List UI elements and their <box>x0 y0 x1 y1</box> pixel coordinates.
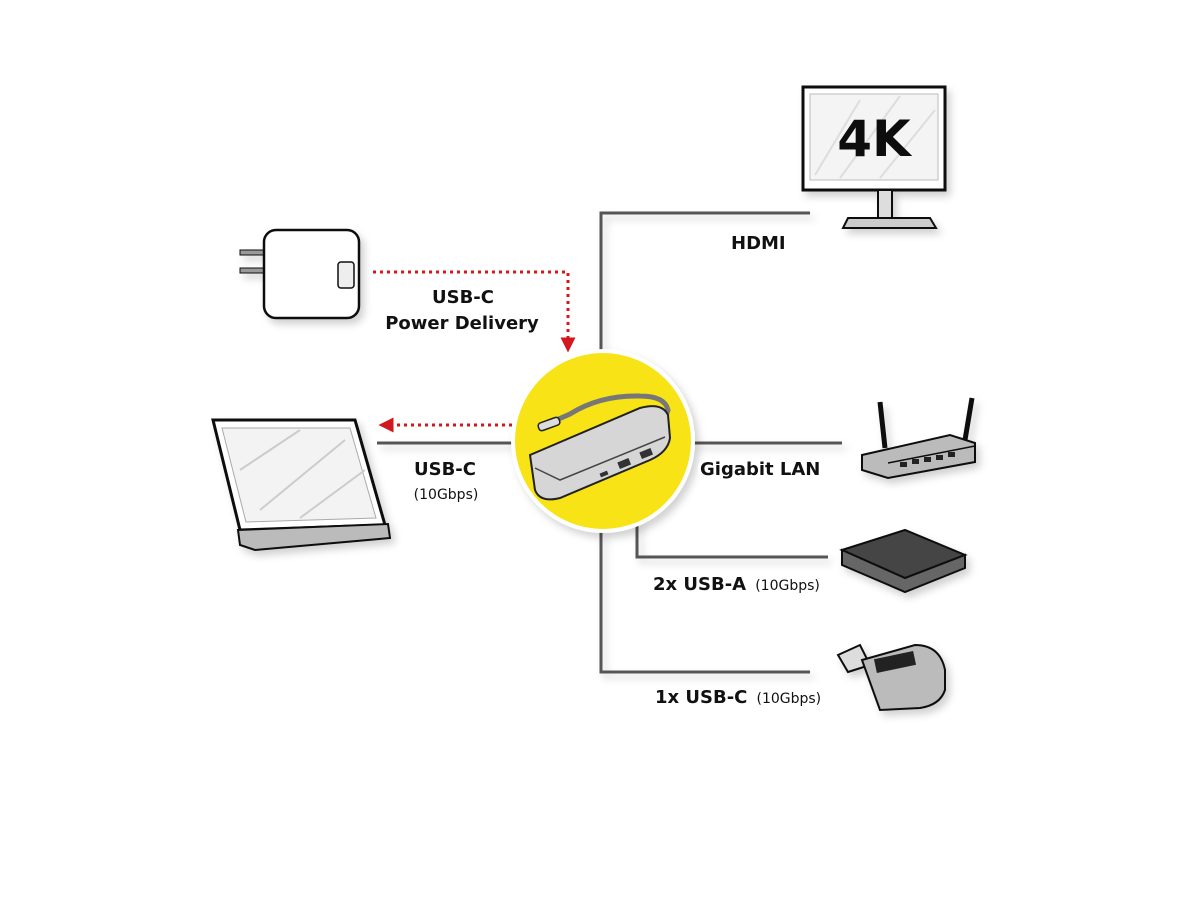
usb-c-label-text: 1x USB-C <box>655 687 747 708</box>
usb-c-port-label: 1x USB-C (10Gbps) <box>655 687 821 708</box>
usb-a-speed: (10Gbps) <box>755 578 820 594</box>
host-usb-c-label: USB-C <box>414 459 476 480</box>
usb-a-line <box>635 522 828 559</box>
gigabit-lan-label: Gigabit LAN <box>700 459 820 480</box>
hdmi-label: HDMI <box>731 233 786 254</box>
power-in-arrow <box>373 270 576 353</box>
usb-c-speed: (10Gbps) <box>756 691 821 707</box>
monitor-4k-label: 4K <box>837 110 913 168</box>
host-usb-c-speed: (10Gbps) <box>414 487 479 503</box>
external-drive-device <box>839 528 968 594</box>
usb-a-label: 2x USB-A (10Gbps) <box>653 574 820 595</box>
power-delivery-label-line2: Power Delivery <box>385 313 539 334</box>
power-adapter-device <box>239 228 361 320</box>
hdmi-line <box>599 211 810 353</box>
usb-c-adapter-device <box>836 643 946 712</box>
monitor-device: 4K <box>801 85 947 229</box>
usb-c-line <box>599 530 810 674</box>
hub <box>511 349 695 533</box>
power-delivery-label-line1: USB-C <box>432 287 494 308</box>
usb-a-label-text: 2x USB-A <box>653 574 746 595</box>
laptop-device <box>211 418 392 552</box>
router-device <box>861 397 976 480</box>
usb-c-hub-icon <box>528 393 672 501</box>
